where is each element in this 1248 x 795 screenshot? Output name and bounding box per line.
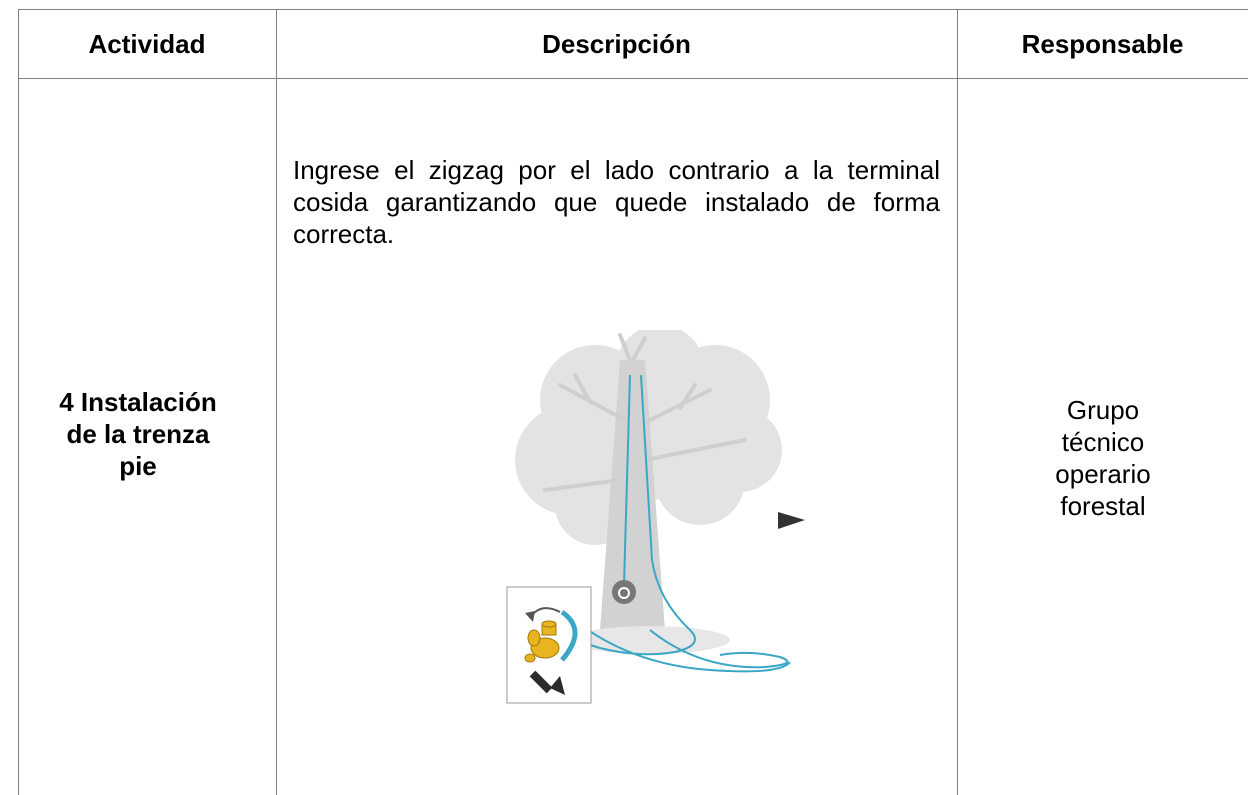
activity-line: de la trenza [66, 419, 210, 449]
inset-box [506, 586, 592, 704]
responsible-line: Grupo [1066, 395, 1140, 425]
header-actividad: Actividad [88, 28, 206, 59]
responsible-line: forestal [1060, 491, 1146, 521]
header-bottom-border [18, 78, 1248, 79]
activity-cell: 4 Instalación de la trenza pie [18, 386, 258, 482]
installation-illustration [506, 330, 805, 704]
table-left-border [18, 9, 19, 795]
rope-icon [559, 374, 791, 673]
brass-zigzag-icon [524, 620, 560, 663]
column-divider-1 [276, 9, 277, 795]
play-icon [778, 512, 805, 529]
activity-line: pie [119, 451, 157, 481]
header-descripcion: Descripción [542, 28, 691, 59]
table-top-border [18, 9, 1248, 10]
pulley-icon [612, 580, 636, 604]
header-responsable: Responsable [1021, 28, 1184, 59]
responsible-cell: Grupo técnico operario forestal [958, 394, 1248, 522]
responsible-line: técnico [1061, 427, 1145, 457]
arrow-down-right-icon [529, 670, 565, 695]
column-divider-2 [957, 9, 958, 795]
description-text: Ingrese el zigzag por el lado contrario … [293, 155, 940, 249]
responsible-line: operario [1055, 459, 1151, 489]
activity-line: 4 Instalación [59, 387, 217, 417]
